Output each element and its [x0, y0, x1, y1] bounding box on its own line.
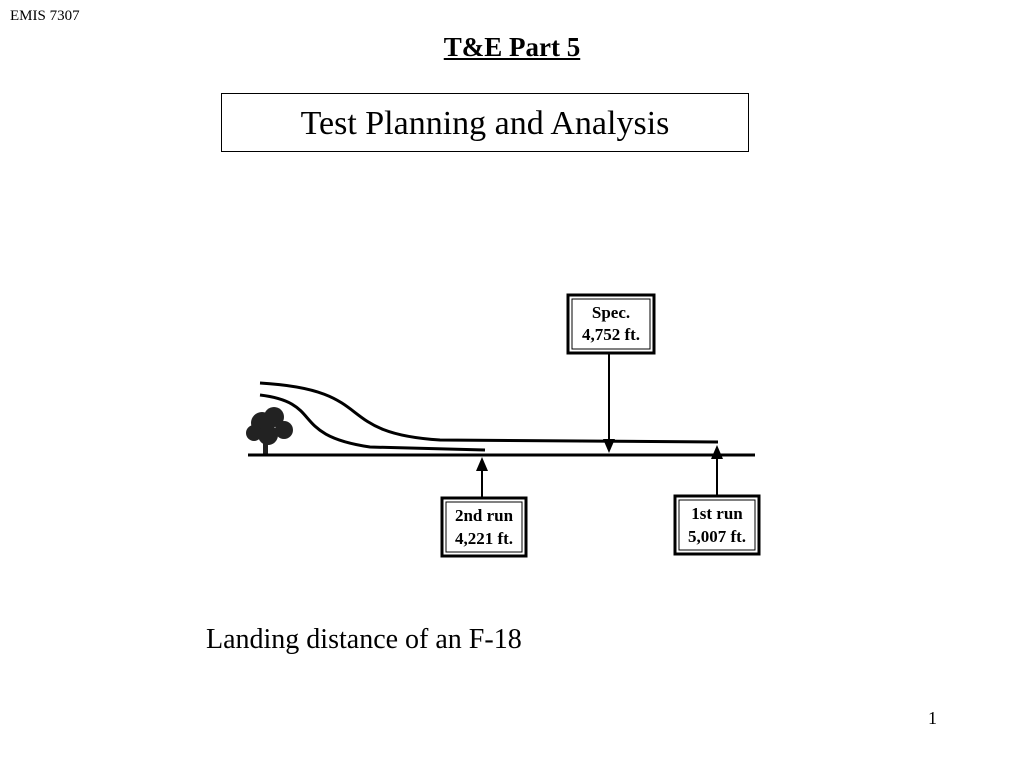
first-run-marker: 1st run 5,007 ft.	[673, 445, 761, 556]
first-run-label: 1st run	[691, 504, 743, 523]
spec-label: Spec.	[592, 303, 630, 322]
flight-path-lower	[259, 393, 486, 452]
spec-distance: 4,752 ft.	[582, 325, 640, 344]
second-run-marker: 2nd run 4,221 ft.	[440, 457, 528, 558]
flight-path-upper	[259, 381, 719, 444]
page-number: 1	[928, 708, 937, 728]
subtitle-box: Test Planning and Analysis	[221, 93, 749, 152]
second-run-label: 2nd run	[455, 506, 514, 525]
second-run-distance: 4,221 ft.	[455, 529, 513, 548]
tree-icon	[246, 407, 293, 455]
slide-title: T&E Part 5	[443, 32, 581, 62]
diagram-caption: Landing distance of an F-18	[206, 624, 522, 655]
subtitle-text: Test Planning and Analysis	[300, 105, 670, 142]
spec-marker: Spec. 4,752 ft.	[566, 293, 656, 453]
course-code: EMIS 7307	[10, 8, 80, 24]
first-run-distance: 5,007 ft.	[688, 527, 746, 546]
landing-distance-diagram: Spec. 4,752 ft. 2nd run 4,221 ft. 1st ru…	[246, 293, 761, 558]
